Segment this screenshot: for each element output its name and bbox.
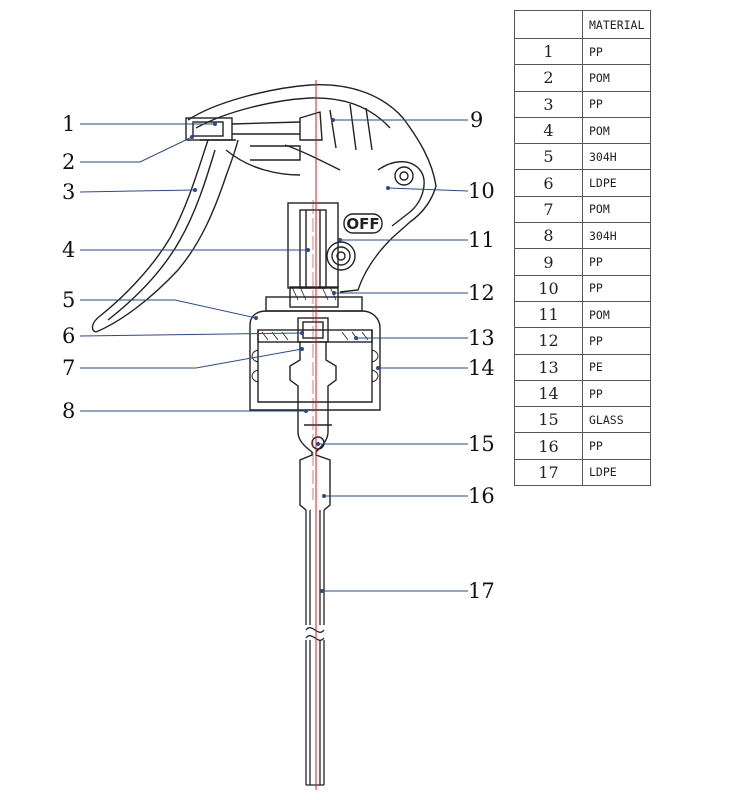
dip-tube xyxy=(305,510,325,786)
material-cell: PP xyxy=(582,90,651,118)
valve-housing xyxy=(297,400,332,511)
callout-10: 10 xyxy=(468,179,495,203)
pump-body xyxy=(265,202,383,312)
part-number-cell: 1 xyxy=(514,37,583,66)
closure-cap xyxy=(249,310,381,411)
callout-15: 15 xyxy=(468,432,495,456)
part-number-cell: 10 xyxy=(514,274,583,302)
part-number-cell: 13 xyxy=(514,353,583,381)
material-cell: PP xyxy=(582,379,651,408)
part-number-cell: 14 xyxy=(514,379,583,408)
callout-17: 17 xyxy=(468,579,495,603)
part-number-cell: 17 xyxy=(514,458,583,487)
off-label: OFF xyxy=(346,215,379,233)
callout-12: 12 xyxy=(468,281,495,305)
part-number-cell: 4 xyxy=(514,116,583,145)
part-number-cell: 12 xyxy=(514,327,583,355)
callout-numbers: 1 2 3 4 5 6 7 8 9 10 11 12 13 14 15 16 1… xyxy=(62,108,495,603)
material-cell: POM xyxy=(582,116,651,145)
material-cell: GLASS xyxy=(582,406,651,434)
part-number-cell: 6 xyxy=(514,169,583,197)
callout-11: 11 xyxy=(468,228,495,252)
part-number-cell: 7 xyxy=(514,195,583,224)
material-cell: POM xyxy=(582,64,651,92)
part-number-cell: 15 xyxy=(514,406,583,434)
trigger xyxy=(91,139,301,333)
part-number-cell: 8 xyxy=(514,222,583,250)
material-cell: POM xyxy=(582,195,651,224)
table-header-row: MATERIAL xyxy=(514,10,651,39)
part-number-cell: 16 xyxy=(514,432,583,460)
part-number-cell: 11 xyxy=(514,300,583,329)
sprayer-cross-section-diagram: OFF 1 2 3 4 5 6 7 8 9 xyxy=(62,80,495,790)
sprayer-head xyxy=(185,84,437,293)
leader-lines xyxy=(79,119,469,592)
callout-1: 1 xyxy=(62,112,75,136)
part-number-cell: 3 xyxy=(514,90,583,118)
callout-7: 7 xyxy=(62,356,75,380)
callout-8: 8 xyxy=(62,399,75,423)
material-cell: 304H xyxy=(582,143,651,171)
part-number-cell: 2 xyxy=(514,64,583,92)
material-cell: PP xyxy=(582,327,651,355)
material-cell: PP xyxy=(582,274,651,302)
material-cell: PP xyxy=(582,248,651,276)
callout-9: 9 xyxy=(470,108,483,132)
callout-5: 5 xyxy=(62,288,75,312)
material-cell: PE xyxy=(582,353,651,381)
callout-13: 13 xyxy=(468,326,495,350)
material-cell: PP xyxy=(582,37,651,66)
leader-endpoints xyxy=(190,118,390,593)
material-cell: LDPE xyxy=(582,458,651,487)
material-cell: 304H xyxy=(582,222,651,250)
material-cell: POM xyxy=(582,300,651,329)
part-number-cell: 5 xyxy=(514,143,583,171)
callout-16: 16 xyxy=(468,484,495,508)
material-cell: LDPE xyxy=(582,169,651,197)
callout-4: 4 xyxy=(62,238,75,262)
material-cell: PP xyxy=(582,432,651,460)
callout-14: 14 xyxy=(468,356,495,380)
part-number-cell: 9 xyxy=(514,248,583,276)
header-no-cell xyxy=(514,10,583,39)
callout-3: 3 xyxy=(62,180,75,204)
header-material-cell: MATERIAL xyxy=(582,10,651,39)
callout-2: 2 xyxy=(62,150,75,174)
callout-6: 6 xyxy=(62,324,75,348)
